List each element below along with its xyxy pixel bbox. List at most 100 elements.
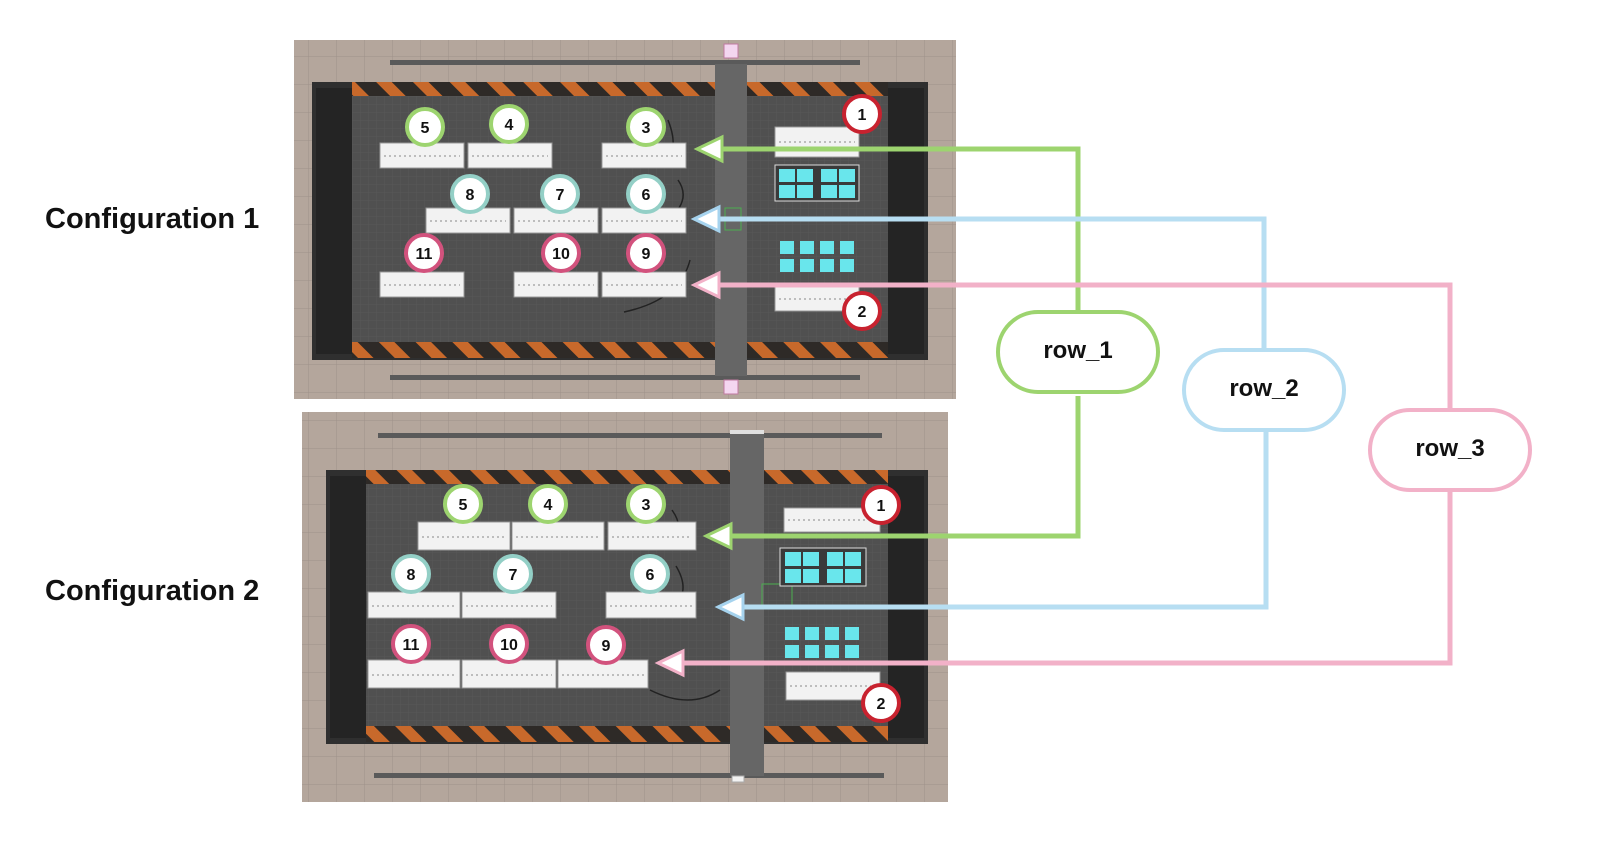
badge-number: 7: [509, 567, 518, 584]
row-1-arrowhead: [702, 521, 733, 551]
row-2-arrowhead: [690, 204, 721, 234]
table-4: [511, 521, 605, 551]
badge-11: 11: [391, 624, 431, 664]
hazard-stripe-bottom: [352, 342, 888, 358]
badge-10: 10: [541, 233, 581, 273]
badge-number: 11: [403, 637, 420, 654]
badge-circle: [626, 484, 666, 524]
row-2-connector-config-2: [742, 430, 1269, 610]
hazard-stripe-top: [366, 470, 888, 484]
badge-circle: [450, 174, 490, 214]
row-3-pill: row_3: [1368, 408, 1532, 492]
badge-number: 3: [642, 120, 651, 137]
row-2-arrowhead: [714, 592, 745, 622]
badge-circle: [391, 624, 431, 664]
badge-circle: [842, 94, 882, 134]
row-3-arrowhead: [654, 648, 685, 678]
badge-number: 4: [544, 497, 553, 514]
row-1-connector-config-1: [720, 146, 1081, 312]
badge-number: 6: [642, 187, 651, 204]
badge-9: 9: [586, 625, 626, 665]
badge-circle: [405, 107, 445, 147]
badge-11: 11: [404, 233, 444, 273]
row-1-label: row_1: [1043, 337, 1112, 364]
hazard-stripe-bottom: [366, 726, 888, 742]
row-connectors: [654, 134, 1453, 678]
badge-number: 1: [858, 107, 867, 124]
table-7: [461, 591, 557, 619]
badge-6: 6: [626, 174, 666, 214]
badge-2: 2: [842, 291, 882, 331]
cyan-rack: [779, 547, 867, 587]
badge-circle: [626, 233, 666, 273]
badge-number: 11: [416, 246, 433, 263]
badge-number: 2: [877, 696, 886, 713]
row-1-connector-config-2: [730, 396, 1081, 539]
configuration-2-label: Configuration 2: [45, 575, 260, 607]
badge-8: 8: [450, 174, 490, 214]
row-2-connector-config-1: [718, 216, 1267, 350]
badge-9: 9: [626, 233, 666, 273]
badge-circle: [630, 554, 670, 594]
badge-7: 7: [540, 174, 580, 214]
cyan-blocks: [785, 627, 859, 658]
table-10: [513, 271, 599, 298]
badge-circle: [489, 624, 529, 664]
badge-number: 6: [646, 567, 655, 584]
table-11: [379, 271, 465, 298]
cyan-rack: [774, 164, 860, 202]
badge-1: 1: [861, 485, 901, 525]
badge-circle: [861, 485, 901, 525]
badge-circle: [541, 233, 581, 273]
badge-circle: [842, 291, 882, 331]
badge-number: 10: [552, 246, 570, 263]
badge-circle: [861, 683, 901, 723]
row-2-pill: row_2: [1182, 348, 1346, 432]
badge-number: 5: [459, 497, 468, 514]
row-3-connector-config-1: [718, 282, 1453, 410]
badge-number: 1: [877, 498, 886, 515]
row-3-label: row_3: [1415, 435, 1484, 462]
badge-circle: [489, 104, 529, 144]
badge-2: 2: [861, 683, 901, 723]
row-3-arrowhead: [690, 270, 721, 300]
row-1-arrowhead: [693, 134, 724, 164]
badge-circle: [586, 625, 626, 665]
table-8: [367, 591, 461, 619]
badge-3: 3: [626, 484, 666, 524]
badge-8: 8: [391, 554, 431, 594]
table-3: [601, 142, 687, 169]
badge-number: 8: [466, 187, 475, 204]
hazard-stripe-top: [352, 82, 888, 96]
badge-number: 9: [602, 638, 611, 655]
table-5: [379, 142, 465, 169]
badge-5: 5: [405, 107, 445, 147]
badge-number: 5: [421, 120, 430, 137]
table-9: [601, 271, 687, 298]
table-11: [367, 659, 461, 689]
badge-circle: [443, 484, 483, 524]
badge-number: 9: [642, 246, 651, 263]
cyan-blocks: [780, 241, 854, 272]
badge-7: 7: [493, 554, 533, 594]
badge-number: 2: [858, 304, 867, 321]
side-station-1: [774, 126, 860, 158]
badge-circle: [528, 484, 568, 524]
badge-number: 8: [407, 567, 416, 584]
table-4: [467, 142, 553, 169]
badge-5: 5: [443, 484, 483, 524]
badge-4: 4: [489, 104, 529, 144]
row-1-pill: row_1: [996, 310, 1160, 394]
badge-10: 10: [489, 624, 529, 664]
badge-4: 4: [528, 484, 568, 524]
table-6: [605, 591, 697, 619]
badge-number: 3: [642, 497, 651, 514]
badge-number: 7: [556, 187, 565, 204]
badge-circle: [540, 174, 580, 214]
badge-circle: [626, 107, 666, 147]
badge-circle: [493, 554, 533, 594]
table-10: [461, 659, 557, 689]
badge-1: 1: [842, 94, 882, 134]
